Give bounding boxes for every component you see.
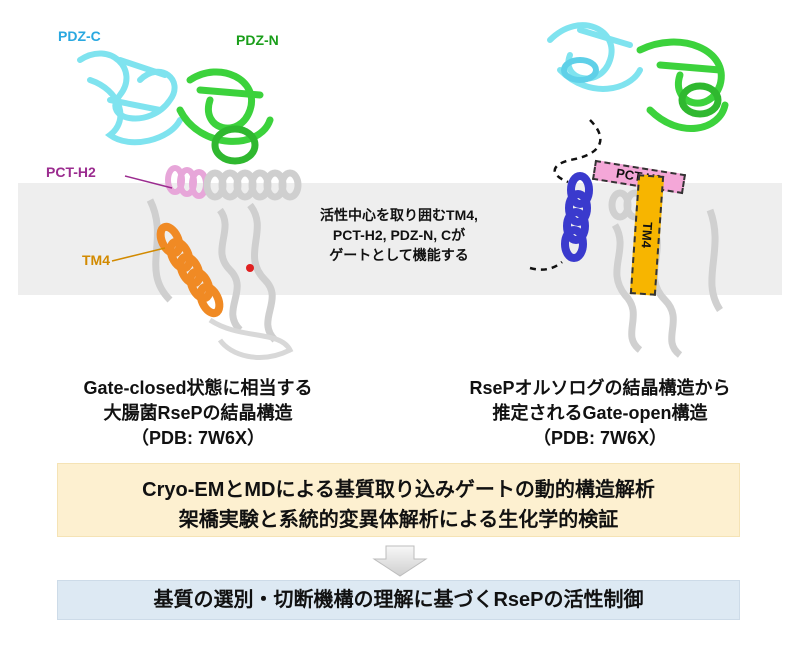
left-grey-helices	[146, 169, 302, 343]
tm4-leader-line	[111, 247, 166, 262]
gate-description-line1: 活性中心を取り囲むTM4,	[320, 207, 478, 223]
right-grey-helices	[608, 189, 724, 358]
left-caption-line2: 大腸菌RsePの結晶構造	[103, 403, 293, 423]
gate-description: 活性中心を取り囲むTM4, PCT-H2, PDZ-N, Cが ゲートとして機能…	[284, 205, 514, 265]
left-pdz-c-domain	[77, 50, 183, 146]
left-protein-structure	[77, 50, 302, 360]
goal-box: 基質の選別・切断機構の理解に基づくRsePの活性制御	[57, 580, 740, 620]
gate-description-line3: ゲートとして機能する	[329, 247, 469, 263]
label-tm4: TM4	[82, 252, 110, 268]
methods-box: Cryo-EMとMDによる基質取り込みゲートの動的構造解析 架橋実験と系統的変異…	[57, 463, 740, 537]
right-caption: RsePオルソログの結晶構造から 推定されるGate-open構造 （PDB: …	[425, 376, 775, 451]
label-pct-h2: PCT-H2	[46, 164, 96, 180]
methods-line2: 架橋実験と系統的変異体解析による生化学的検証	[178, 509, 619, 531]
gate-description-line2: PCT-H2, PDZ-N, Cが	[332, 227, 466, 243]
right-tm4-helix	[561, 172, 593, 262]
left-caption-line1: Gate-closed状態に相当する	[83, 378, 313, 398]
tm4-tag-text: TM4	[638, 221, 656, 249]
label-pdz-n: PDZ-N	[236, 32, 279, 48]
down-arrow-icon	[372, 545, 428, 577]
left-pct-h2-helix	[165, 165, 209, 199]
pct-h2-leader-line	[124, 175, 173, 189]
right-lower-dashed-link	[529, 261, 563, 271]
left-active-site	[246, 264, 254, 272]
left-lower-loops	[208, 317, 294, 360]
right-pdz-n-domain	[636, 38, 729, 132]
right-caption-line1: RsePオルソログの結晶構造から	[469, 378, 731, 398]
right-protein-structure	[529, 22, 729, 358]
label-pdz-c: PDZ-C	[58, 28, 101, 44]
methods-line1: Cryo-EMとMDによる基質取り込みゲートの動的構造解析	[142, 479, 655, 501]
left-caption: Gate-closed状態に相当する 大腸菌RsePの結晶構造 （PDB: 7W…	[28, 376, 368, 451]
left-caption-line3: （PDB: 7W6X）	[130, 428, 265, 448]
left-pdz-n-domain	[176, 68, 274, 165]
left-tm4-helix	[156, 222, 224, 318]
right-caption-line2: 推定されるGate-open構造	[492, 403, 708, 423]
right-pdz-c-domain	[547, 22, 643, 92]
right-caption-line3: （PDB: 7W6X）	[532, 428, 667, 448]
